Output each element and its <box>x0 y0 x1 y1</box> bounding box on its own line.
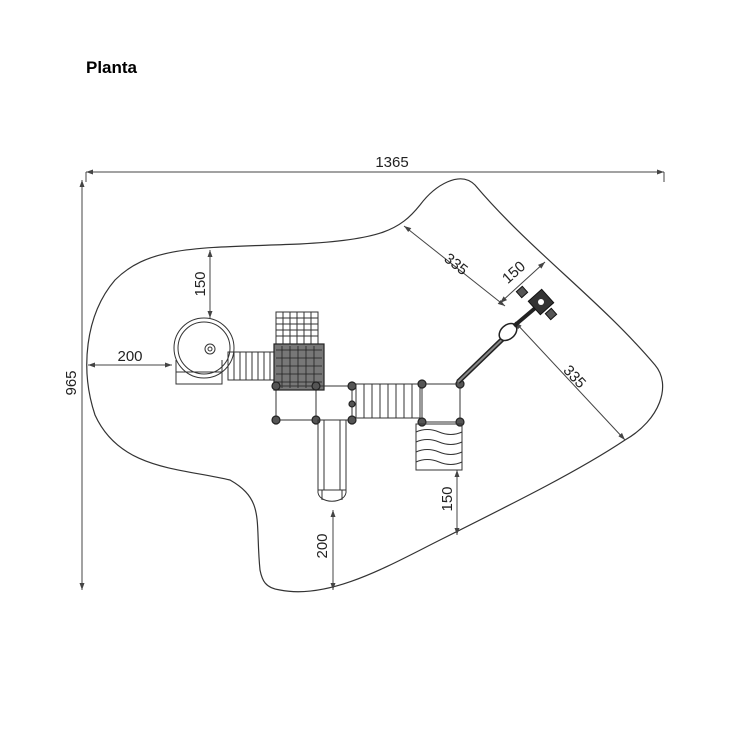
dimension-bottom-slide: 200 <box>314 510 336 590</box>
straight-slide <box>317 419 347 502</box>
dim-label-diag-upper-left: 335 <box>441 250 471 279</box>
dimension-overall-width: 1365 <box>85 154 665 182</box>
dimension-diag-upper-left: 335 <box>403 225 506 307</box>
dim-label-top-clearance: 150 <box>192 271 209 296</box>
climbing-wall <box>415 423 463 471</box>
dim-label-overall-width: 1365 <box>375 154 408 171</box>
dim-label-bottom-slide: 200 <box>314 533 331 558</box>
net-tower <box>273 311 325 391</box>
dim-label-diag-lower-right: 335 <box>560 362 590 392</box>
top-cross-post <box>515 285 558 321</box>
dimension-left-clearance: 200 <box>88 348 172 368</box>
dimension-overall-height: 965 <box>63 180 85 590</box>
right-platform <box>417 379 465 427</box>
page-title: Planta <box>86 58 138 77</box>
dim-label-left-clearance: 200 <box>117 348 142 365</box>
dimension-top-clearance: 150 <box>192 250 213 318</box>
dim-label-diag-upper-right: 150 <box>499 258 529 287</box>
dimension-diag-lower-right: 335 <box>514 321 626 441</box>
diagonal-beam <box>456 302 542 384</box>
dimension-bottom-right: 150 <box>439 470 460 535</box>
dim-label-overall-height: 965 <box>63 370 80 395</box>
dim-label-bottom-right: 150 <box>439 486 456 511</box>
connecting-bridge-middle <box>355 383 421 419</box>
connecting-bridge-left <box>227 351 275 381</box>
safety-zone-outline <box>86 178 664 593</box>
spiral-slide <box>173 317 235 385</box>
